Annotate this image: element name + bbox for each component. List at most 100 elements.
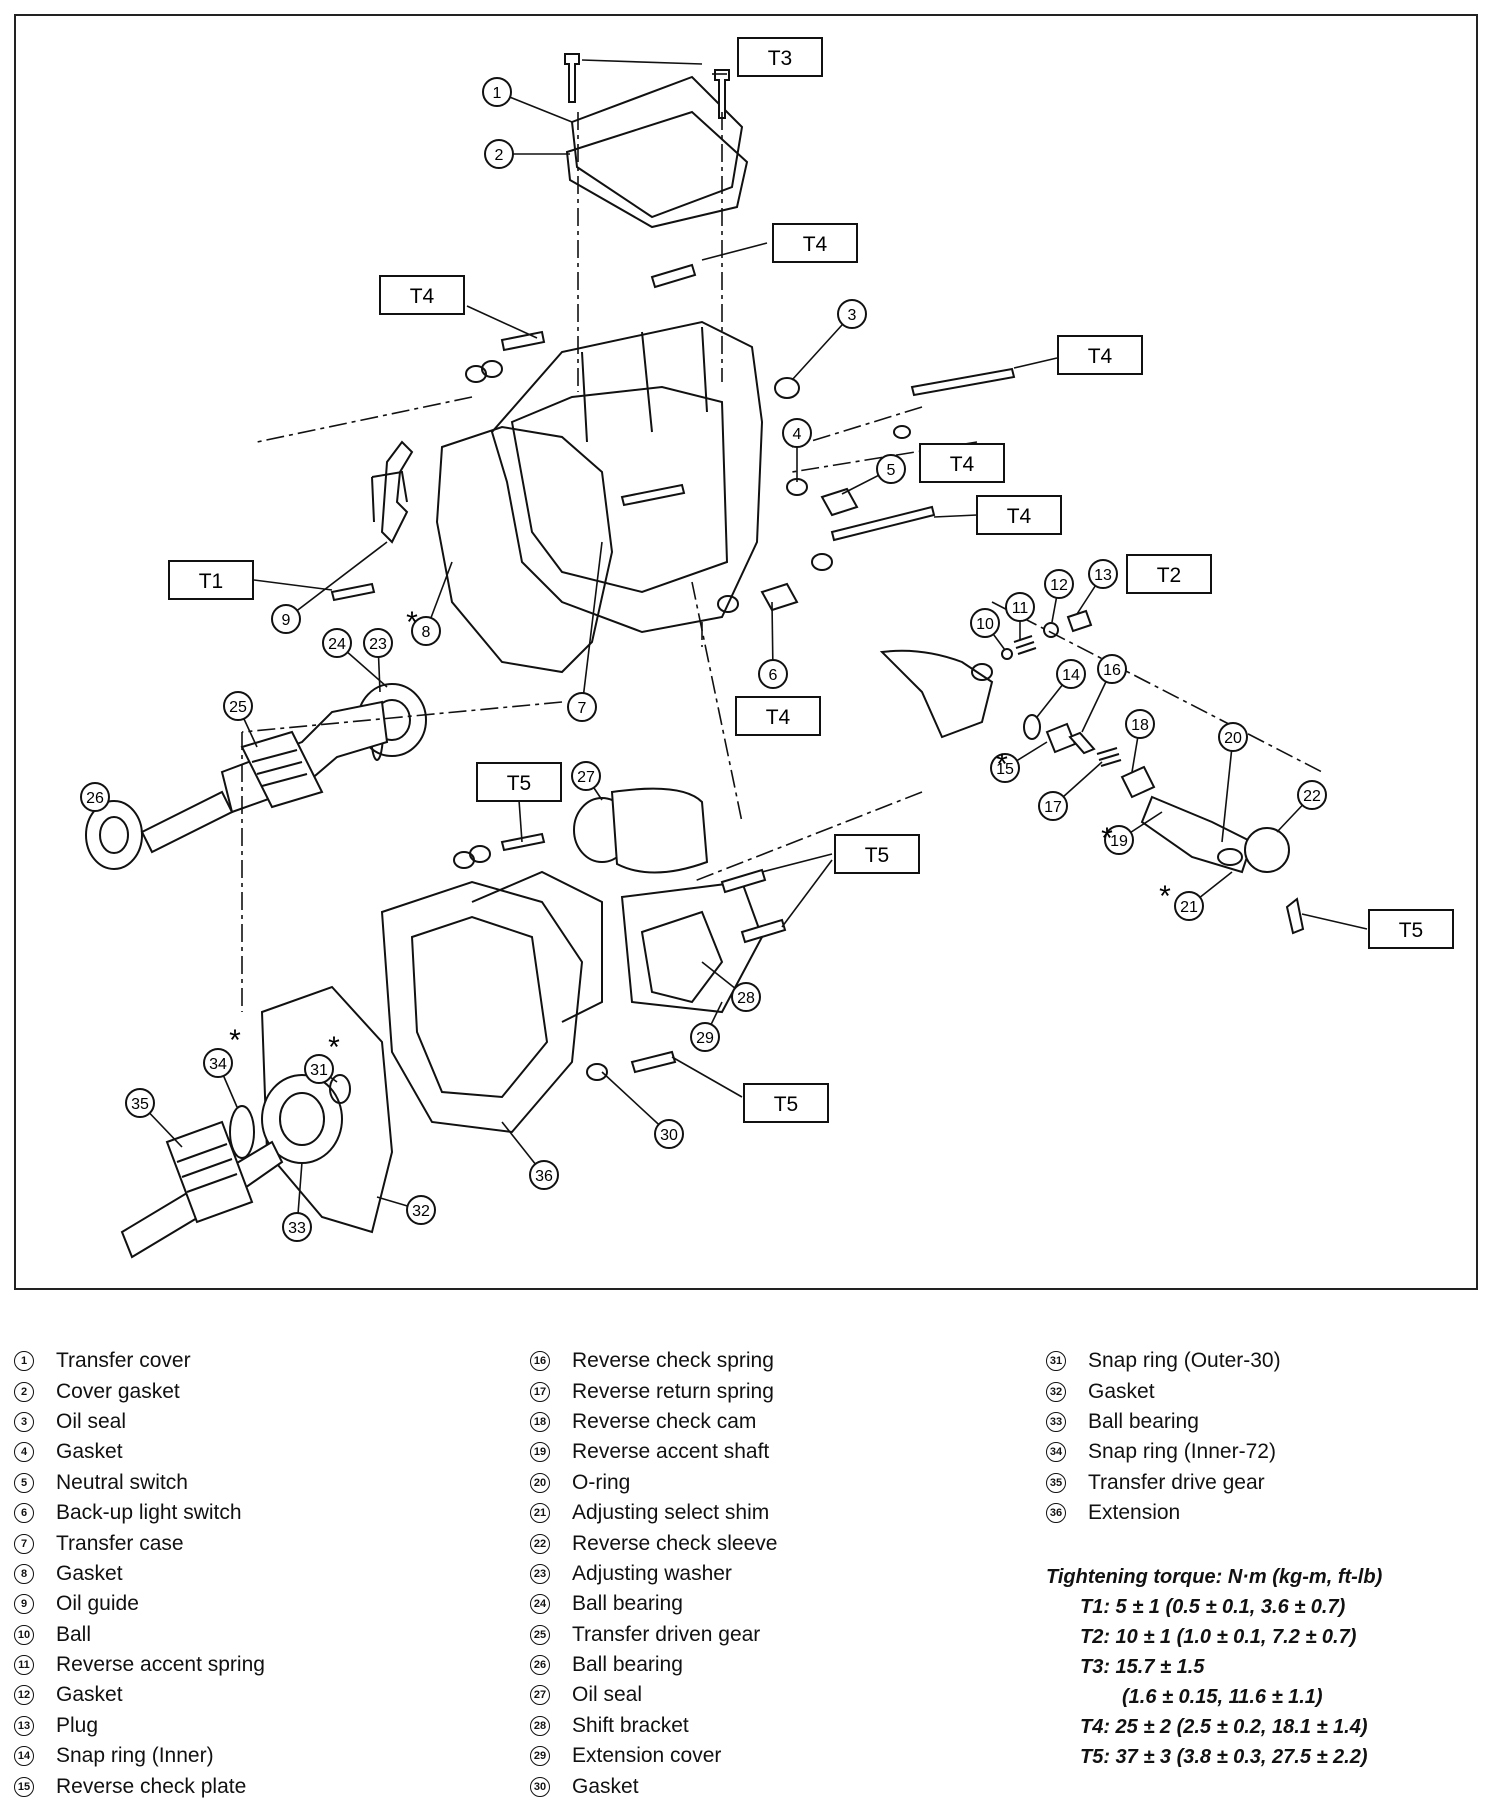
torque-tag-t5: T5 — [743, 1083, 829, 1123]
reverse-return-spring-17 — [1096, 747, 1122, 767]
legend-label: Ball bearing — [1088, 1409, 1199, 1433]
callout-21: 21 — [1174, 891, 1204, 921]
legend-label: Transfer cover — [56, 1349, 191, 1373]
torque-tag-box — [743, 1083, 829, 1123]
bolt-t1-left — [330, 582, 376, 602]
legend-label: Plug — [56, 1713, 99, 1737]
legend-label: Transfer case — [56, 1531, 184, 1555]
transfer-cover — [570, 75, 744, 219]
driven-gear-stub — [140, 790, 234, 854]
torque-tag-label: T4 — [766, 706, 791, 729]
callout-34: 34 — [203, 1048, 233, 1078]
shift-bracket-28 — [640, 910, 724, 1004]
callout-23: 23 — [363, 628, 393, 658]
legend-label: Gasket — [56, 1440, 123, 1464]
torque-spec-t3-continued: (1.6 ± 0.15, 11.6 ± 1.1) — [1122, 1686, 1323, 1708]
extension-neck — [471, 870, 603, 1023]
callout-circle — [322, 628, 352, 658]
callout-15: 15 — [990, 753, 1020, 783]
legend-number: 13 — [14, 1715, 34, 1736]
legend-number: 2 — [14, 1381, 34, 1402]
transfer-drive-gear-35 — [165, 1120, 254, 1224]
legend-number: 24 — [530, 1594, 550, 1615]
torque-tag-t4: T4 — [735, 696, 821, 736]
callout-circle — [876, 454, 906, 484]
plug-13 — [1066, 609, 1093, 633]
legend-label: Shift bracket — [572, 1713, 689, 1737]
leader-lines — [94, 59, 1368, 1228]
washer-right — [893, 425, 911, 439]
callout-36: 36 — [529, 1160, 559, 1190]
callout-number: 4 — [793, 426, 802, 443]
callout-circle — [654, 1119, 684, 1149]
o-ring-20 — [1217, 848, 1243, 866]
callout-20: 20 — [1218, 722, 1248, 752]
legend-label: Snap ring (Outer-30) — [1088, 1349, 1281, 1373]
torque-tag-t4: T4 — [976, 495, 1062, 535]
callout-circle — [223, 691, 253, 721]
legend-number: 22 — [530, 1533, 550, 1554]
callout-13: 13 — [1088, 559, 1118, 589]
legend-label: Reverse check spring — [572, 1349, 774, 1373]
bolt-t4-upper — [650, 263, 697, 289]
driven-gear-teeth — [251, 749, 308, 787]
bolt-t4-long-right — [910, 367, 1016, 397]
legend-number: 27 — [530, 1685, 550, 1706]
callout-number: 36 — [535, 1168, 553, 1185]
legend-label: O-ring — [572, 1470, 631, 1494]
asterisk-mark-2: * — [996, 748, 1008, 781]
callout-32: 32 — [406, 1195, 436, 1225]
callout-number: 35 — [131, 1096, 149, 1113]
torque-tag-box — [476, 762, 562, 802]
oil-guide-bracket — [371, 470, 408, 523]
callout-circle — [271, 604, 301, 634]
callout-2: 2 — [484, 139, 514, 169]
extension-36-inner — [410, 915, 549, 1099]
torque-tag-label: T4 — [1088, 345, 1113, 368]
legend-item-4: 4 Gasket — [14, 1437, 265, 1467]
legend-number: 16 — [530, 1351, 550, 1372]
callout-33: 33 — [282, 1212, 312, 1242]
oil-guide — [380, 440, 414, 544]
callout-10: 10 — [970, 608, 1000, 638]
callout-number: 10 — [976, 616, 994, 633]
torque-tag-label: T4 — [410, 285, 435, 308]
callout-number: 1 — [493, 85, 502, 102]
callout-number: 25 — [229, 699, 247, 716]
callout-24: 24 — [322, 628, 352, 658]
asterisk-mark-6: * — [328, 1031, 340, 1064]
legend-number: 3 — [14, 1411, 34, 1432]
gasket-12 — [1043, 622, 1059, 638]
leader-part-9 — [285, 541, 388, 620]
legend-label: Ball bearing — [572, 1653, 683, 1677]
transfer-driven-gear-25 — [240, 730, 324, 809]
callout-circle — [125, 1088, 155, 1118]
legend-label: Back-up light switch — [56, 1501, 242, 1525]
callout-circle — [1174, 891, 1204, 921]
legend-number: 30 — [530, 1776, 550, 1797]
leader-torque-T4 — [933, 514, 978, 518]
legend-number: 9 — [14, 1594, 34, 1615]
torque-title: Tightening torque: N·m (kg-m, ft-lb) — [1046, 1566, 1383, 1588]
callout-3: 3 — [837, 299, 867, 329]
callout-circle — [1097, 654, 1127, 684]
callout-circle — [484, 139, 514, 169]
callout-circle — [1297, 780, 1327, 810]
callout-circle — [782, 418, 812, 448]
callout-circle — [571, 761, 601, 791]
torque-tag-label: T4 — [803, 233, 828, 256]
legend-number: 4 — [14, 1442, 34, 1463]
callout-circle — [482, 77, 512, 107]
callout-circle — [1056, 659, 1086, 689]
